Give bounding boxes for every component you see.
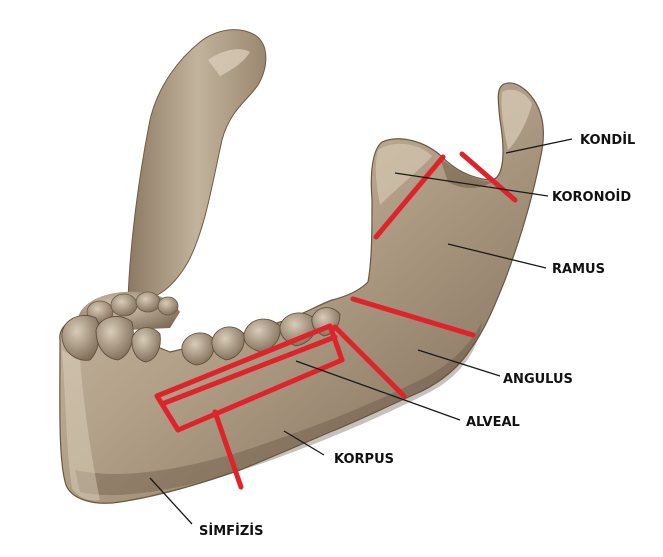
label-angulus: ANGULUS [503, 372, 573, 387]
far-ramus [128, 30, 266, 301]
label-kondil: KONDİL [580, 132, 635, 148]
label-korpus: KORPUS [334, 452, 394, 467]
label-ramus: RAMUS [552, 262, 605, 277]
label-koronoid: KORONOİD [552, 189, 631, 205]
label-alveal: ALVEAL [466, 415, 520, 430]
label-simfizis: SİMFİZİS [199, 523, 263, 539]
